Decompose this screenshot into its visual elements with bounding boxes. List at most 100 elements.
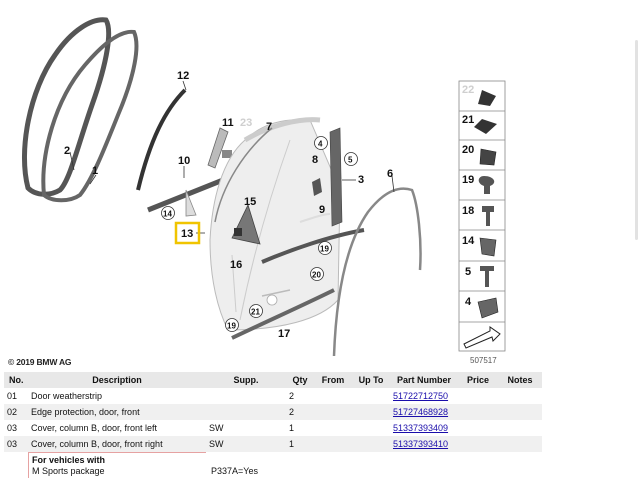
note-title: For vehicles with [32, 455, 106, 465]
row-supp [206, 388, 286, 404]
diagram-number: 507517 [470, 356, 497, 365]
row-no: 01 [7, 391, 18, 401]
side-label-4[interactable]: 4 [465, 296, 472, 308]
callout-1[interactable]: 1 [92, 165, 98, 177]
table-row[interactable]: 01 Door weatherstrip 2 51722712750 [4, 388, 542, 404]
side-label-18[interactable]: 18 [462, 205, 474, 217]
strip-9[interactable] [261, 228, 365, 264]
callout-16[interactable]: 16 [230, 259, 242, 271]
clip-4-icon[interactable] [477, 297, 499, 319]
callout-12[interactable]: 12 [177, 70, 189, 82]
scrollbar[interactable] [635, 40, 638, 240]
seal-21-icon[interactable] [474, 119, 497, 134]
nut-14-icon[interactable] [479, 237, 497, 257]
frame-strip-12[interactable] [136, 88, 187, 191]
side-label-14[interactable]: 14 [462, 235, 475, 247]
side-label-22[interactable]: 22 [462, 84, 474, 96]
callout-9[interactable]: 9 [319, 204, 325, 216]
table-row[interactable]: 02 Edge protection, door, front 2 517274… [4, 404, 542, 420]
strip-17[interactable] [231, 288, 335, 340]
row-no: 03 [4, 436, 28, 452]
row-part-number: 51727468928 [390, 404, 458, 420]
row-from [314, 404, 352, 420]
side-label-19[interactable]: 19 [462, 174, 474, 186]
nut-20-icon[interactable] [479, 148, 497, 166]
side-label-5[interactable]: 5 [465, 266, 471, 278]
callout-15[interactable]: 15 [244, 196, 256, 208]
row-from [314, 420, 352, 436]
row-notes [498, 404, 542, 420]
header-supp[interactable]: Supp. [206, 372, 286, 388]
arrow-icon[interactable] [463, 326, 501, 349]
header-notes[interactable]: Notes [498, 372, 542, 388]
part-number-link[interactable]: 51337393409 [393, 423, 449, 433]
note-option-code: P337A=Yes [211, 466, 258, 476]
screw-5-icon[interactable] [480, 266, 494, 287]
row-part-number: 51722712750 [390, 388, 458, 404]
callout-10[interactable]: 10 [178, 155, 190, 167]
weatherstrip-loops[interactable] [21, 17, 139, 203]
screw-18-icon[interactable] [482, 206, 494, 226]
callout-13[interactable]: 13 [181, 228, 193, 240]
row-no: 03 [7, 423, 18, 433]
row-description: Edge protection, door, front [28, 404, 206, 420]
callout-14[interactable]: 14 [163, 210, 172, 219]
callout-17[interactable]: 17 [278, 328, 290, 340]
door-body[interactable] [209, 117, 341, 331]
callout-11[interactable]: 11 [222, 117, 234, 129]
frame-7[interactable] [214, 127, 273, 223]
row-qty: 2 [289, 391, 295, 401]
callout-5[interactable]: 5 [348, 156, 353, 165]
row-upto [352, 436, 390, 452]
row-qty: 1 [286, 436, 314, 452]
row-supp [206, 404, 286, 420]
table-row[interactable]: 03 Cover, column B, door, front left SW … [4, 420, 542, 436]
row-description: Door weatherstrip [31, 391, 103, 401]
callout-7[interactable]: 7 [266, 121, 272, 133]
parts-diagram: 1 2 3 4 5 6 7 8 9 10 11 23 12 13 14 15 1… [21, 17, 506, 365]
row-no: 02 [4, 404, 28, 420]
side-label-20[interactable]: 20 [462, 144, 474, 156]
side-parts-panel: 22 21 20 19 18 14 5 4 507517 [458, 80, 506, 365]
side-label-21[interactable]: 21 [462, 114, 474, 126]
trim-11[interactable] [207, 127, 229, 169]
callout-2[interactable]: 2 [64, 145, 70, 157]
edge-strip-6[interactable] [332, 187, 422, 357]
header-qty[interactable]: Qty [286, 372, 314, 388]
callout-19-bottom[interactable]: 19 [227, 322, 236, 331]
vehicle-note: For vehicles with M Sports package [28, 452, 206, 478]
table-row[interactable]: 03 Cover, column B, door, front right SW… [4, 436, 542, 452]
header-from[interactable]: From [314, 372, 352, 388]
part-number-link[interactable]: 51337393410 [393, 439, 449, 449]
row-upto [352, 388, 390, 404]
cover-8[interactable] [312, 178, 322, 196]
header-description[interactable]: Description [28, 372, 206, 388]
cover-13[interactable] [185, 189, 197, 217]
callout-20[interactable]: 20 [312, 271, 321, 280]
part-number-link[interactable]: 51727468928 [393, 407, 449, 417]
part-number-link[interactable]: 51722712750 [393, 391, 449, 401]
callout-3[interactable]: 3 [358, 174, 364, 186]
callout-6[interactable]: 6 [387, 168, 393, 180]
row-price [458, 404, 498, 420]
header-no[interactable]: No. [4, 372, 28, 388]
mirror-triangle-15[interactable] [231, 203, 261, 245]
row-description: Cover, column B, door, front right [28, 436, 206, 452]
callout-4[interactable]: 4 [318, 140, 323, 149]
clip-22-icon[interactable] [478, 90, 496, 106]
callout-19-top[interactable]: 19 [320, 245, 329, 254]
callout-21[interactable]: 21 [251, 308, 260, 317]
row-price [458, 388, 498, 404]
callout-8[interactable]: 8 [312, 154, 318, 166]
row-upto [352, 404, 390, 420]
parts-table: No. Description Supp. Qty From Up To Par… [4, 372, 542, 452]
callout-23[interactable]: 23 [240, 117, 252, 129]
header-price[interactable]: Price [458, 372, 498, 388]
header-upto[interactable]: Up To [352, 372, 390, 388]
clip-19-icon[interactable] [478, 176, 495, 194]
row-part-number: 51337393410 [390, 436, 458, 452]
header-part-number[interactable]: Part Number [390, 372, 458, 388]
row-notes [498, 388, 542, 404]
cover-3[interactable] [329, 127, 343, 227]
row-supp: SW [209, 423, 224, 433]
